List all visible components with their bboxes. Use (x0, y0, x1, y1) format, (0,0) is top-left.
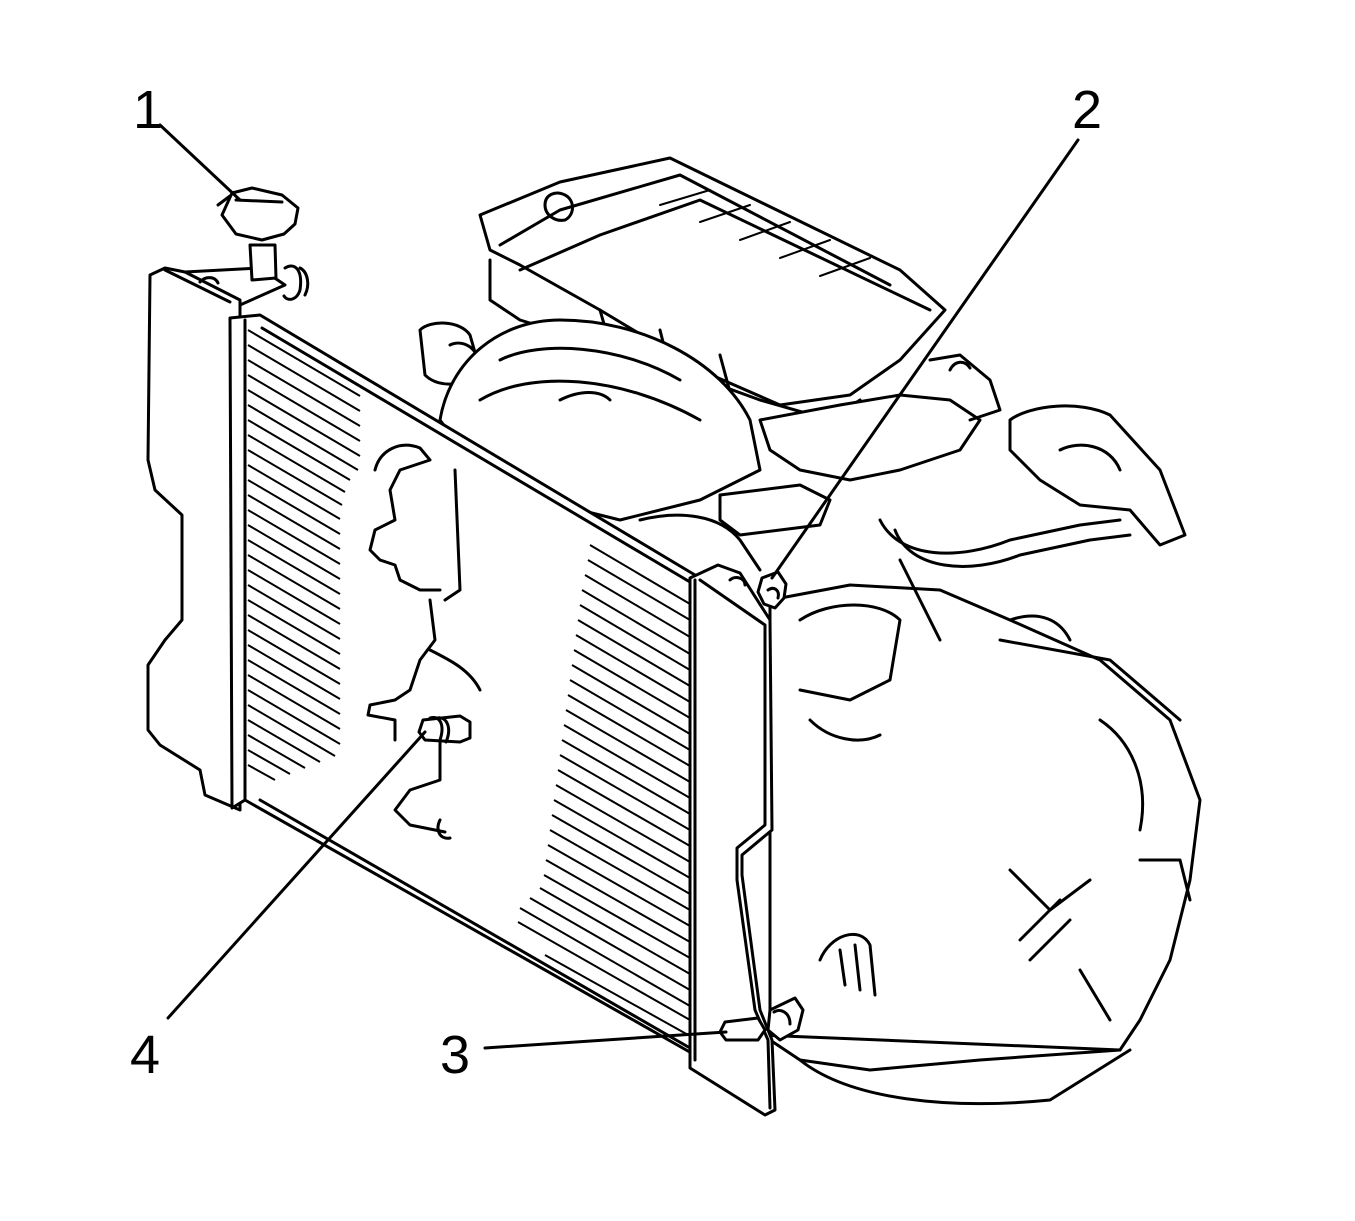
leader-line-3 (483, 1030, 728, 1050)
core-fins-right (517, 544, 691, 1037)
fastener-4 (417, 714, 472, 744)
callout-3: 3 (440, 1025, 470, 1085)
leader-line-4 (166, 730, 427, 1020)
left-side-tank (146, 266, 242, 812)
callout-4: 4 (130, 1025, 160, 1085)
leader-line-2 (770, 138, 1080, 580)
leader-lines (158, 123, 1080, 1050)
right-side-tank (688, 563, 777, 1117)
core-fins-left (247, 329, 361, 781)
leader-line-1 (158, 123, 242, 202)
fastener-2 (756, 570, 788, 610)
radiator (146, 186, 777, 1117)
callout-1: 1 (133, 80, 163, 140)
filler-neck (248, 243, 278, 282)
callout-2: 2 (1072, 80, 1102, 140)
